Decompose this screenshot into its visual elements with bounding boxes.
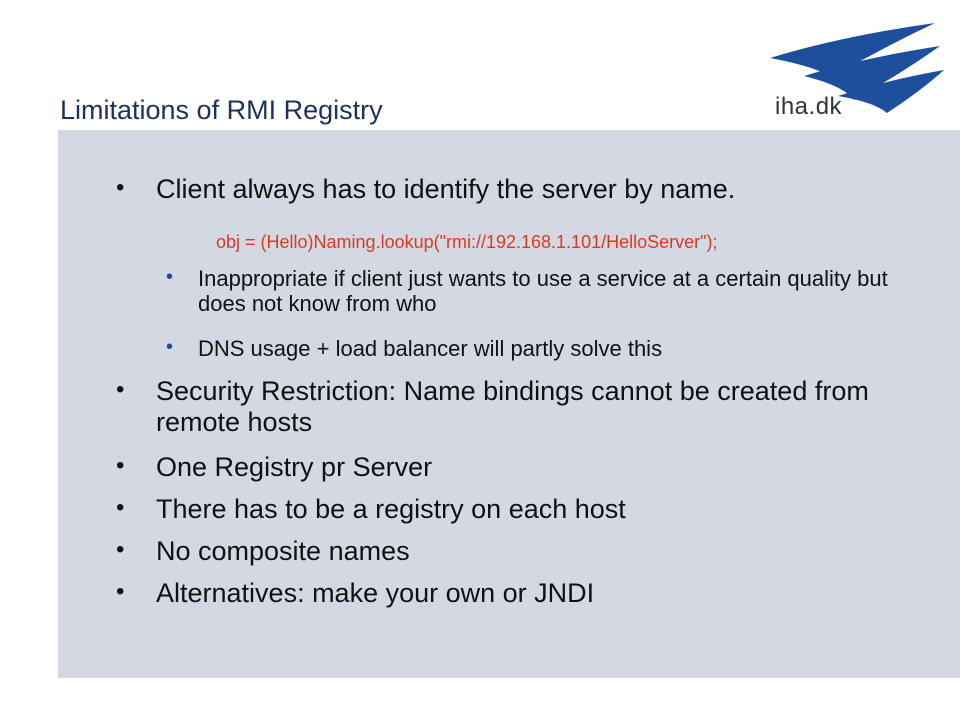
sub-bullet-text: Inappropriate if client just wants to us… bbox=[198, 266, 888, 317]
slide-title: Limitations of RMI Registry bbox=[60, 95, 383, 125]
bullet-text: One Registry pr Server bbox=[156, 452, 433, 482]
logo-text: iha.dk bbox=[775, 93, 843, 120]
sub-bullet-text: DNS usage + load balancer will partly so… bbox=[198, 336, 663, 361]
bullet-item: • One Registry pr Server bbox=[116, 452, 920, 483]
content-panel: • Client always has to identify the serv… bbox=[58, 130, 960, 678]
bullet-item: • No composite names bbox=[116, 536, 920, 567]
sub-bullet-item: • DNS usage + load balancer will partly … bbox=[166, 336, 906, 361]
iha-logo-icon bbox=[770, 23, 944, 113]
bullet-item: • Client always has to identify the serv… bbox=[116, 174, 920, 205]
bullet-item: • Security Restriction: Name bindings ca… bbox=[116, 376, 920, 438]
sub-bullet-item: • Inappropriate if client just wants to … bbox=[166, 266, 906, 317]
bullet-dot-icon: • bbox=[116, 536, 125, 563]
bullet-text: Client always has to identify the server… bbox=[156, 174, 736, 204]
bullet-text: There has to be a registry on each host bbox=[156, 494, 626, 524]
bullet-dot-icon: • bbox=[116, 494, 125, 521]
code-snippet: obj = (Hello)Naming.lookup("rmi://192.16… bbox=[216, 232, 718, 252]
bullet-dot-icon: • bbox=[116, 578, 125, 605]
bullet-dot-icon: • bbox=[116, 452, 125, 479]
bullet-text: No composite names bbox=[156, 536, 410, 566]
bullet-item: • There has to be a registry on each hos… bbox=[116, 494, 920, 525]
logo-wing-middle bbox=[804, 46, 940, 100]
bullet-text: Security Restriction: Name bindings cann… bbox=[156, 376, 869, 438]
logo-wing-top bbox=[770, 23, 935, 78]
sub-bullet-dot-icon: • bbox=[166, 266, 174, 288]
sub-bullet-dot-icon: • bbox=[166, 336, 174, 358]
bullet-text: Alternatives: make your own or JNDI bbox=[156, 578, 595, 608]
logo-wing-bottom bbox=[838, 70, 944, 113]
bullet-dot-icon: • bbox=[116, 376, 125, 403]
bullet-dot-icon: • bbox=[116, 174, 125, 201]
bullet-item: • Alternatives: make your own or JNDI bbox=[116, 578, 920, 609]
